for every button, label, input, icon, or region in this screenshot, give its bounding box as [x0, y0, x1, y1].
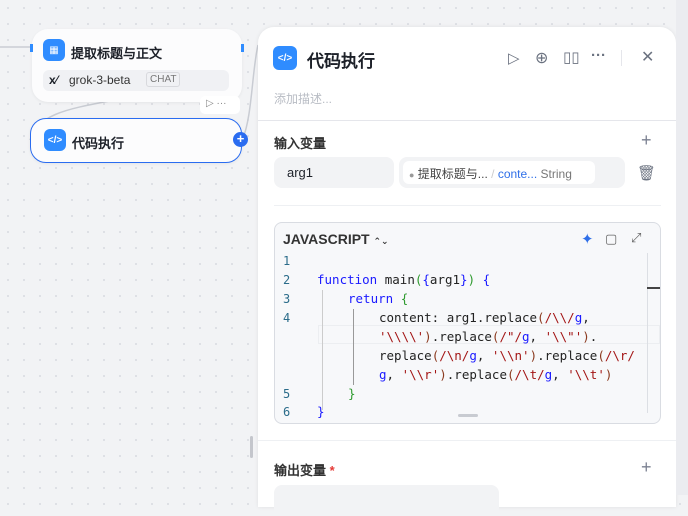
- node-toolbar: ▷ ···: [200, 96, 240, 114]
- indent-guide: [353, 309, 354, 385]
- editor-resize-handle[interactable]: [458, 414, 478, 417]
- node-title: 代码执行: [72, 136, 125, 151]
- line-number: 6: [283, 405, 291, 419]
- code-icon: </>: [44, 129, 66, 151]
- variable-name-input[interactable]: arg1: [274, 157, 394, 188]
- add-input-icon[interactable]: +: [641, 130, 652, 150]
- more-icon[interactable]: ···: [591, 47, 606, 64]
- xai-logo-icon: x⁄: [49, 73, 58, 87]
- output-variable-input[interactable]: [274, 485, 499, 516]
- variable-reference-select[interactable]: ● 提取标题与... / conte... String: [399, 157, 625, 188]
- delete-icon[interactable]: 🗑: [637, 165, 657, 182]
- source-node: 提取标题与...: [417, 167, 488, 181]
- model-chip: x⁄ grok-3-beta CHAT: [43, 70, 229, 91]
- grid-icon: ▦: [43, 39, 65, 61]
- node-title: 提取标题与正文: [71, 46, 163, 61]
- line-number: 3: [283, 292, 291, 306]
- indent-guide: [322, 290, 323, 410]
- scrollbar-thumb[interactable]: [647, 287, 660, 289]
- line-number: 4: [283, 311, 291, 325]
- variable-type: String: [540, 167, 572, 181]
- divider: [621, 50, 622, 66]
- node-extract-title[interactable]: ▦ 提取标题与正文 x⁄ grok-3-beta CHAT: [30, 29, 244, 102]
- code-line: return {: [348, 291, 409, 306]
- code-line: '\\\\').replace(/"/g, '\\"').: [379, 329, 598, 344]
- add-output-icon[interactable]: +: [641, 457, 652, 477]
- resize-handle[interactable]: [250, 436, 253, 458]
- active-line: [318, 325, 660, 344]
- more-icon[interactable]: ···: [216, 98, 227, 109]
- book-icon[interactable]: ▯▯: [563, 49, 580, 66]
- run-icon[interactable]: ▷: [206, 98, 214, 109]
- output-handle[interactable]: [241, 44, 244, 52]
- code-line: replace(/\n/g, '\\n').replace(/\r/: [379, 348, 635, 363]
- model-badge: CHAT: [146, 72, 181, 87]
- ai-sparkle-icon[interactable]: ✦: [581, 231, 594, 248]
- add-node-button[interactable]: +: [233, 132, 248, 147]
- separator: /: [491, 167, 495, 181]
- input-handle[interactable]: [30, 44, 33, 52]
- locate-icon[interactable]: ⊕: [535, 50, 549, 67]
- description-input[interactable]: 添加描述...: [274, 92, 333, 106]
- language-select[interactable]: JAVASCRIPT ⌃⌄: [283, 231, 389, 247]
- panel-title[interactable]: 代码执行: [307, 52, 375, 71]
- node-icon: ●: [409, 170, 415, 180]
- source-field: conte...: [497, 167, 538, 181]
- close-icon[interactable]: ✕: [641, 49, 655, 66]
- divider: [274, 205, 661, 206]
- code-icon: </>: [273, 46, 297, 70]
- expand-icon[interactable]: ⤢: [631, 230, 642, 245]
- right-edge-strip: [676, 0, 688, 495]
- copy-icon[interactable]: ▢: [605, 231, 618, 246]
- model-name: grok-3-beta: [69, 73, 131, 87]
- node-config-panel: </> 代码执行 ▷ ⊕ ▯▯ ··· ✕ 添加描述... 输入变量 + arg…: [258, 27, 676, 516]
- run-icon[interactable]: ▷: [508, 50, 520, 67]
- line-number: 1: [283, 254, 291, 268]
- output-variables-title: 输出变量 *: [274, 463, 335, 478]
- code-line: content: arg1.replace(/\\/g,: [379, 310, 590, 325]
- node-code-exec[interactable]: </> 代码执行 +: [30, 118, 248, 163]
- line-number: 2: [283, 273, 291, 287]
- variable-name: arg1: [287, 165, 314, 180]
- line-number: 5: [283, 387, 291, 401]
- code-line: }: [348, 386, 356, 401]
- divider: [258, 440, 676, 441]
- input-variables-title: 输入变量: [274, 136, 327, 151]
- divider: [258, 120, 676, 121]
- scrollbar-track[interactable]: [647, 253, 648, 413]
- code-editor[interactable]: JAVASCRIPT ⌃⌄ ✦ ▢ ⤢ 1 2 3 4 5 6 function…: [274, 222, 661, 424]
- code-line: g, '\\r').replace(/\t/g, '\\t'): [379, 367, 613, 382]
- code-line: }: [317, 404, 325, 419]
- code-line: function main({arg1}) {: [317, 272, 491, 287]
